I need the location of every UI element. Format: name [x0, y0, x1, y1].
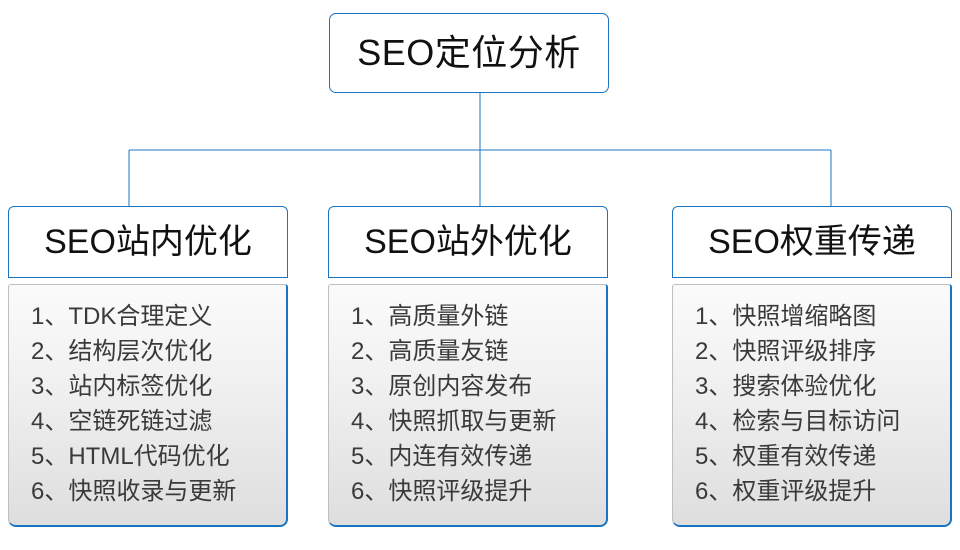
branch-weight-title: SEO权重传递 [708, 223, 916, 261]
branch-weight-header: SEO权重传递 [672, 206, 952, 278]
branch-weight-body: 1、快照增缩略图 2、快照评级排序 3、搜索体验优化 4、检索与目标访问 5、权… [672, 284, 952, 528]
list-item: 4、空链死链过滤 [31, 408, 213, 436]
branch-offsite-body: 1、高质量外链 2、高质量友链 3、原创内容发布 4、快照抓取与更新 5、内连有… [328, 284, 608, 528]
branch-weight: SEO权重传递 1、快照增缩略图 2、快照评级排序 3、搜索体验优化 4、检索与… [672, 206, 952, 528]
root-node: SEO定位分析 [329, 13, 609, 93]
list-item: 5、权重有效传递 [695, 443, 877, 471]
list-item: 4、检索与目标访问 [695, 408, 901, 436]
branch-onsite-title: SEO站内优化 [44, 223, 252, 261]
list-item: 3、站内标签优化 [31, 373, 213, 401]
branch-onsite: SEO站内优化 1、TDK合理定义 2、结构层次优化 3、站内标签优化 4、空链… [8, 206, 288, 528]
list-item: 3、搜索体验优化 [695, 373, 877, 401]
list-item: 3、原创内容发布 [351, 373, 533, 401]
list-item: 1、快照增缩略图 [695, 303, 877, 330]
branch-offsite-header: SEO站外优化 [328, 206, 608, 278]
root-node-title: SEO定位分析 [357, 32, 581, 73]
branch-weight-list: 1、快照增缩略图 2、快照评级排序 3、搜索体验优化 4、检索与目标访问 5、权… [673, 299, 950, 509]
list-item: 2、快照评级排序 [695, 338, 877, 366]
branch-onsite-header: SEO站内优化 [8, 206, 288, 278]
list-item: 1、TDK合理定义 [31, 303, 213, 330]
list-item: 6、快照评级提升 [351, 478, 533, 506]
list-item: 6、快照收录与更新 [31, 478, 237, 506]
branch-offsite-title: SEO站外优化 [364, 223, 572, 261]
list-item: 6、权重评级提升 [695, 478, 877, 506]
list-item: 2、结构层次优化 [31, 338, 213, 366]
list-item: 4、快照抓取与更新 [351, 408, 557, 436]
branch-onsite-body: 1、TDK合理定义 2、结构层次优化 3、站内标签优化 4、空链死链过滤 5、H… [8, 284, 288, 528]
branch-onsite-list: 1、TDK合理定义 2、结构层次优化 3、站内标签优化 4、空链死链过滤 5、H… [9, 299, 286, 509]
branch-offsite-list: 1、高质量外链 2、高质量友链 3、原创内容发布 4、快照抓取与更新 5、内连有… [329, 299, 606, 509]
branch-offsite: SEO站外优化 1、高质量外链 2、高质量友链 3、原创内容发布 4、快照抓取与… [328, 206, 608, 528]
list-item: 1、高质量外链 [351, 303, 509, 330]
list-item: 2、高质量友链 [351, 338, 509, 366]
list-item: 5、HTML代码优化 [31, 443, 230, 471]
list-item: 5、内连有效传递 [351, 443, 533, 471]
